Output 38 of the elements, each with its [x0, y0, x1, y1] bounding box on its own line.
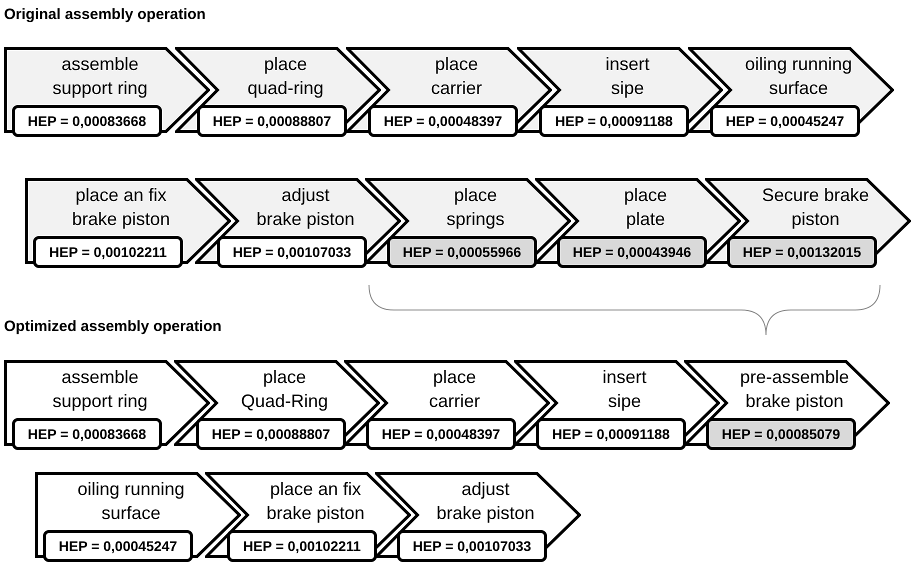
- step-label: oiling running surface: [744, 53, 854, 100]
- step-label: oiling running surface: [76, 478, 186, 525]
- section-heading: Original assembly operation: [4, 5, 206, 25]
- hep-value-box: HEP = 0,00088807: [196, 418, 346, 450]
- hep-value-box: HEP = 0,00048397: [368, 105, 518, 137]
- hep-value-box: HEP = 0,00091188: [536, 418, 686, 450]
- step-label: place carrier: [428, 366, 481, 413]
- hep-value-box: HEP = 0,00055966: [387, 236, 537, 268]
- hep-value-box: HEP = 0,00102211: [33, 236, 183, 268]
- hep-value-box: HEP = 0,00088807: [197, 105, 347, 137]
- hep-value-box: HEP = 0,00043946: [557, 236, 707, 268]
- step-label: adjust brake piston: [255, 184, 356, 231]
- hep-value-box: HEP = 0,00083668: [12, 418, 162, 450]
- hep-value-box: HEP = 0,00102211: [227, 530, 377, 562]
- hep-value-box: HEP = 0,00048397: [366, 418, 516, 450]
- step-label: place an fix brake piston: [265, 478, 366, 525]
- hep-value-box: HEP = 0,00045247: [710, 105, 860, 137]
- section-heading: Optimized assembly operation: [4, 317, 222, 337]
- step-label: assemble support ring: [51, 366, 149, 413]
- step-label: place plate: [622, 184, 668, 231]
- hep-value-box: HEP = 0,00085079: [706, 418, 856, 450]
- step-label: Secure brake piston: [760, 184, 870, 231]
- hep-value-box: HEP = 0,00045247: [43, 530, 193, 562]
- step-label: insert sipe: [601, 366, 648, 413]
- step-label: place an fix brake piston: [70, 184, 172, 231]
- step-label: place Quad-Ring: [240, 366, 330, 413]
- hep-value-box: HEP = 0,00132015: [727, 236, 877, 268]
- step-label: place quad-ring: [246, 53, 325, 100]
- step-label: pre-assemble brake piston: [738, 366, 850, 413]
- step-label: adjust brake piston: [435, 478, 536, 525]
- step-label: place springs: [445, 184, 506, 231]
- hep-value-box: HEP = 0,00107033: [217, 236, 367, 268]
- hep-value-box: HEP = 0,00091188: [539, 105, 689, 137]
- hep-value-box: HEP = 0,00107033: [397, 530, 547, 562]
- step-label: place carrier: [430, 53, 483, 100]
- step-label: insert sipe: [604, 53, 650, 100]
- step-label: assemble support ring: [51, 53, 149, 100]
- hep-value-box: HEP = 0,00083668: [12, 105, 162, 137]
